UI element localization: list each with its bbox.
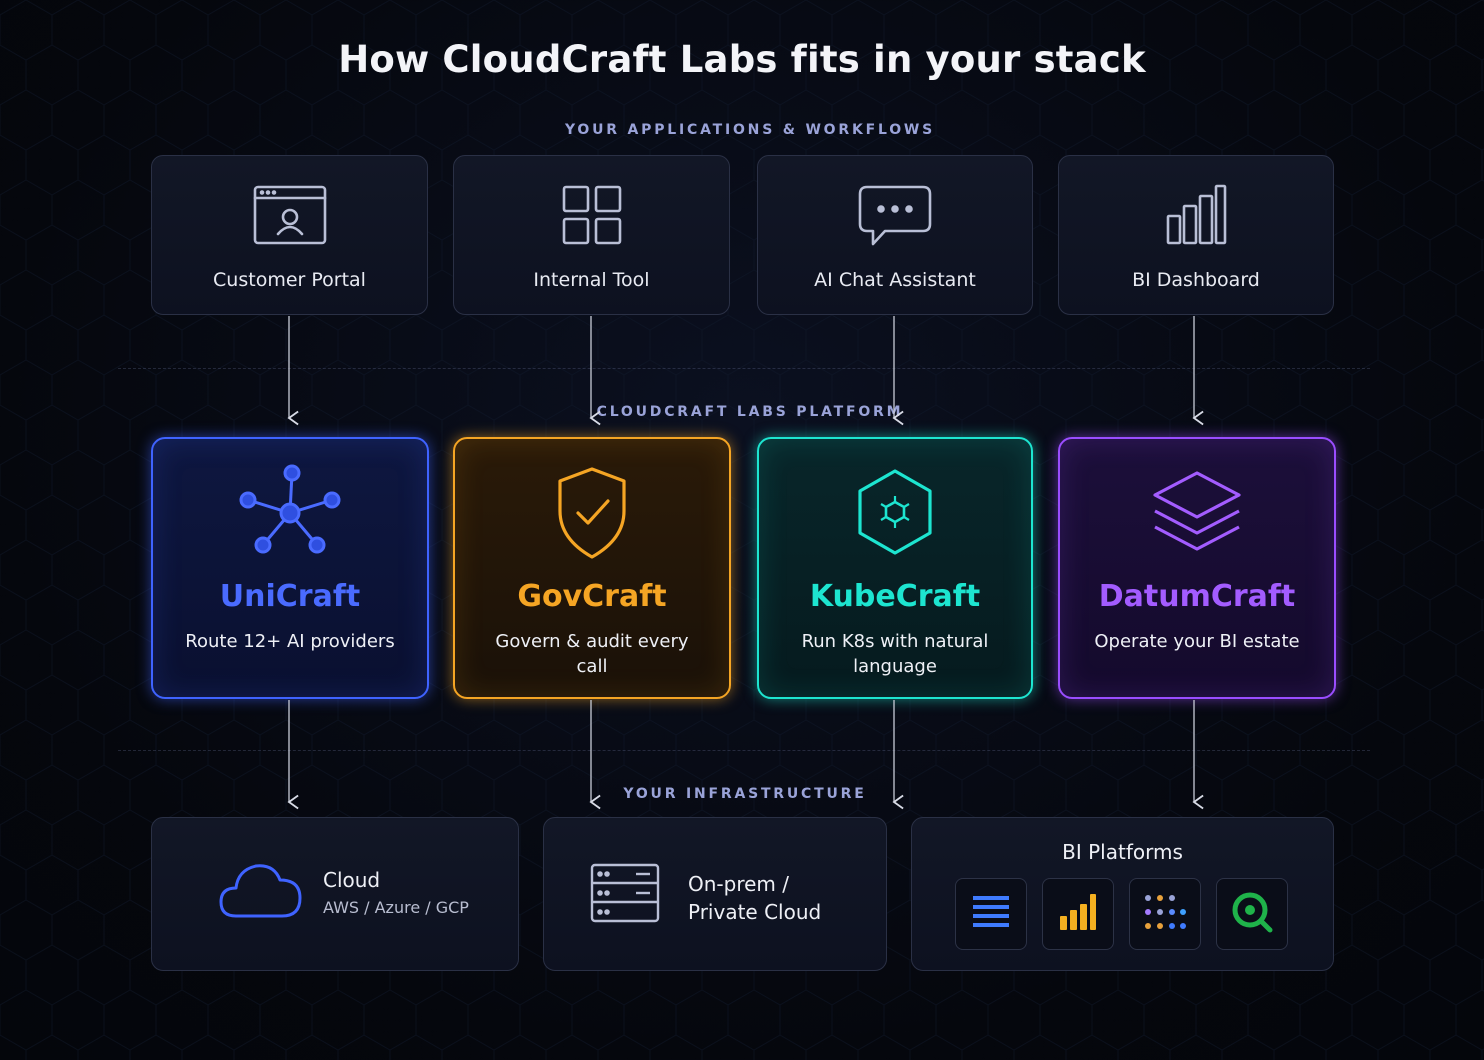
- infra-card-bi-platforms[interactable]: BI Platforms: [911, 817, 1334, 971]
- infra-title-line2: Private Cloud: [688, 900, 822, 924]
- app-card-bi-dashboard[interactable]: BI Dashboard: [1058, 155, 1334, 315]
- divider-top: [118, 368, 1370, 369]
- grid-icon: [561, 184, 623, 250]
- app-label: Customer Portal: [213, 269, 366, 291]
- product-name: GovCraft: [517, 579, 667, 614]
- app-label: AI Chat Assistant: [814, 269, 976, 291]
- product-desc: Route 12+ AI providers: [185, 631, 395, 652]
- product-name: KubeCraft: [809, 579, 981, 614]
- bi-tile-dots[interactable]: [1129, 878, 1201, 950]
- infra-card-cloud[interactable]: Cloud AWS / Azure / GCP: [151, 817, 519, 971]
- cloud-icon: [218, 858, 304, 924]
- bi-tile-qlik[interactable]: [1216, 878, 1288, 950]
- infra-title: Cloud: [323, 868, 381, 892]
- section-label-infra: YOUR INFRASTRUCTURE: [623, 786, 867, 802]
- chat-bubble-icon: [857, 184, 933, 252]
- server-rack-icon: [590, 863, 660, 927]
- product-name: DatumCraft: [1098, 579, 1296, 614]
- bi-tile-lines[interactable]: [955, 878, 1027, 950]
- app-card-customer-portal[interactable]: Customer Portal: [151, 155, 428, 315]
- product-desc: Run K8s with natural language: [801, 631, 989, 677]
- hexagon-icon: [850, 463, 940, 565]
- dots-grid-icon: [1143, 892, 1187, 936]
- network-hub-icon: [235, 463, 345, 567]
- shield-check-icon: [552, 463, 632, 565]
- layers-icon: [1149, 463, 1245, 565]
- infra-subtitle: AWS / Azure / GCP: [323, 898, 469, 917]
- product-card-datumcraft[interactable]: DatumCraft Operate your BI estate: [1058, 437, 1336, 699]
- infra-card-onprem[interactable]: On-prem / Private Cloud: [543, 817, 887, 971]
- product-desc: Operate your BI estate: [1094, 631, 1300, 652]
- app-card-ai-chat-assistant[interactable]: AI Chat Assistant: [757, 155, 1033, 315]
- infra-title-line1: On-prem /: [688, 872, 789, 896]
- bar-chart-icon: [1164, 184, 1228, 250]
- product-desc: Govern & audit every call: [495, 631, 689, 677]
- product-card-govcraft[interactable]: GovCraft Govern & audit every call: [453, 437, 731, 699]
- product-name: UniCraft: [219, 579, 361, 614]
- bi-tile-bar-chart[interactable]: [1042, 878, 1114, 950]
- lines-icon: [971, 894, 1011, 934]
- browser-user-icon: [252, 184, 328, 250]
- product-card-unicraft[interactable]: UniCraft Route 12+ AI providers: [151, 437, 429, 699]
- app-label: Internal Tool: [533, 269, 650, 291]
- page-title: How CloudCraft Labs fits in your stack: [338, 38, 1146, 81]
- divider-bottom: [118, 750, 1370, 751]
- infra-title: BI Platforms: [1062, 840, 1183, 864]
- app-label: BI Dashboard: [1132, 269, 1260, 291]
- section-label-platform: CLOUDCRAFT LABS PLATFORM: [596, 404, 904, 420]
- product-card-kubecraft[interactable]: KubeCraft Run K8s with natural language: [757, 437, 1033, 699]
- app-card-internal-tool[interactable]: Internal Tool: [453, 155, 730, 315]
- magnifier-q-icon: [1230, 890, 1274, 938]
- bar-chart-icon: [1058, 892, 1098, 936]
- section-label-apps: YOUR APPLICATIONS & WORKFLOWS: [564, 122, 936, 138]
